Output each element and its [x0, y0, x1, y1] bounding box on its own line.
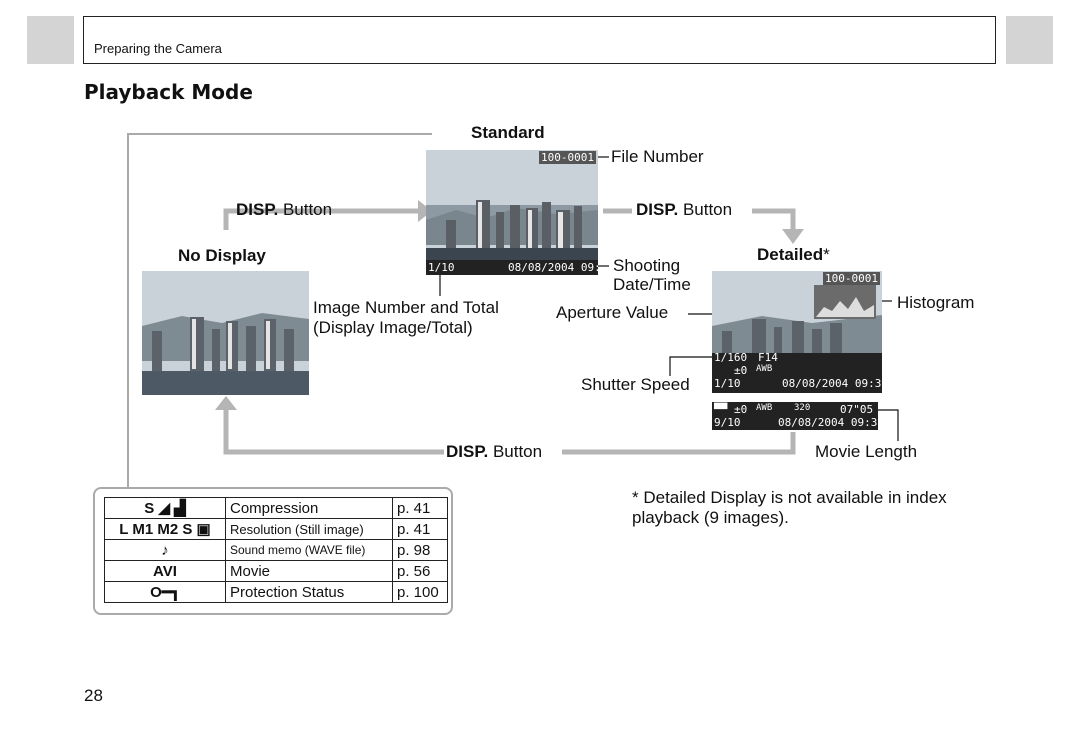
- osd-movie-length: 07"05: [840, 403, 874, 416]
- sound-memo-icon: ♪: [104, 539, 226, 561]
- right-tab-decoration: [1006, 16, 1053, 64]
- arrow-head-standard: [418, 200, 432, 222]
- footnote: * Detailed Display is not available in i…: [632, 488, 947, 527]
- row-page: p. 98: [392, 539, 448, 561]
- osd-aperture: F14: [758, 351, 778, 364]
- osd-date-time: 08/08/2004 09:30: [782, 377, 882, 390]
- osd-date-time: 08/08/2004 09:30: [508, 261, 598, 274]
- osd-date-time: 08/08/2004 09:30: [778, 416, 878, 429]
- arrow-head-detailed: [782, 229, 804, 244]
- compression-icons: S ◢ ▟: [104, 497, 226, 519]
- city-skyline-image: [426, 150, 598, 275]
- resolution-icons: L M1 M2 S ▣: [104, 518, 226, 540]
- osd-shutter-speed: 1/160: [714, 351, 748, 364]
- osd-exposure: ±0: [734, 364, 748, 377]
- mode-standard-label: Standard: [471, 123, 545, 142]
- osd-file-number: 100-0001: [539, 151, 596, 164]
- page-header: Preparing the Camera: [83, 16, 996, 64]
- row-label: Compression: [225, 497, 393, 519]
- page-title: Playback Mode: [84, 80, 253, 104]
- disp-text: Button: [278, 200, 333, 219]
- disp-button-label-bottom: DISP. Button: [446, 442, 542, 462]
- protection-key-icon: O━┓: [104, 581, 226, 603]
- callout-histogram: Histogram: [897, 293, 975, 312]
- movie-icon: ▀▀: [714, 403, 728, 416]
- callout-file-number: File Number: [611, 147, 704, 166]
- osd-image-count: 9/10: [714, 416, 741, 429]
- disp-button-label-left: DISP. Button: [236, 200, 332, 220]
- row-label: Resolution (Still image): [225, 518, 393, 540]
- reference-table-frame: [93, 487, 453, 615]
- disp-text: Button: [678, 200, 733, 219]
- city-skyline-image: [712, 271, 882, 393]
- osd-white-balance: AWB: [756, 403, 773, 413]
- reference-table: S ◢ ▟ Compression p. 41 L M1 M2 S ▣ Reso…: [104, 497, 448, 603]
- table-row: L M1 M2 S ▣ Resolution (Still image) p. …: [104, 518, 448, 540]
- row-page: p. 56: [392, 560, 448, 582]
- disp-bold: DISP.: [446, 442, 489, 461]
- mode-detailed-asterisk: *: [823, 245, 830, 264]
- callout-shooting-date-line2: Date/Time: [613, 275, 691, 294]
- table-row: ♪ Sound memo (WAVE file) p. 98: [104, 539, 448, 561]
- standard-display-photo: 100-0001 1/10 08/08/2004 09:30: [426, 150, 598, 275]
- osd-image-count: 1/10: [714, 377, 741, 390]
- disp-bold: DISP.: [236, 200, 279, 219]
- mode-no-display-label: No Display: [178, 246, 266, 265]
- row-page: p. 41: [392, 497, 448, 519]
- movie-info-strip: ▀▀ ±0 AWB 320 07"05 9/10 08/08/2004 09:3…: [712, 402, 878, 430]
- left-tab-decoration: [27, 16, 74, 64]
- arrow-to-no-display: [223, 408, 796, 455]
- mode-detailed-label: Detailed*: [757, 245, 830, 265]
- table-row: S ◢ ▟ Compression p. 41: [104, 497, 448, 519]
- row-page: p. 100: [392, 581, 448, 603]
- loop-line: [127, 133, 432, 487]
- callout-shooting-date-line1: Shooting: [613, 256, 681, 275]
- row-page: p. 41: [392, 518, 448, 540]
- callout-image-number-line2: (Display Image/Total): [313, 318, 473, 337]
- table-row: AVI Movie p. 56: [104, 560, 448, 582]
- arrow-to-standard: [223, 208, 420, 230]
- movie-icon: AVI: [104, 560, 226, 582]
- osd-resolution: 320: [794, 403, 811, 413]
- page-number: 28: [84, 686, 103, 705]
- arrow-to-detailed: [603, 208, 796, 232]
- callout-movie-length: Movie Length: [815, 442, 918, 461]
- disp-text: Button: [488, 442, 543, 461]
- callout-shutter: Shutter Speed: [581, 375, 690, 394]
- header-section: Preparing the Camera: [94, 41, 222, 56]
- osd-image-count: 1/10: [428, 261, 455, 274]
- table-row: O━┓ Protection Status p. 100: [104, 581, 448, 603]
- osd-exposure: ±0: [734, 403, 748, 416]
- no-display-photo: [142, 271, 309, 395]
- city-skyline-image: [142, 271, 309, 395]
- disp-button-label-right: DISP. Button: [636, 200, 732, 220]
- row-label: Movie: [225, 560, 393, 582]
- arrow-head-no-display: [215, 396, 237, 410]
- mode-detailed-text: Detailed: [757, 245, 824, 264]
- row-label: Sound memo (WAVE file): [225, 539, 393, 561]
- detailed-display-photo: 100-0001 1/160 F14 ±0 AWB 1/10 08/08/200…: [712, 271, 882, 393]
- osd-file-number: 100-0001: [823, 272, 880, 285]
- callout-image-number-line1: Image Number and Total: [313, 298, 499, 317]
- callout-aperture: Aperture Value: [556, 303, 669, 322]
- row-label: Protection Status: [225, 581, 393, 603]
- disp-bold: DISP.: [636, 200, 679, 219]
- osd-white-balance: AWB: [756, 364, 773, 374]
